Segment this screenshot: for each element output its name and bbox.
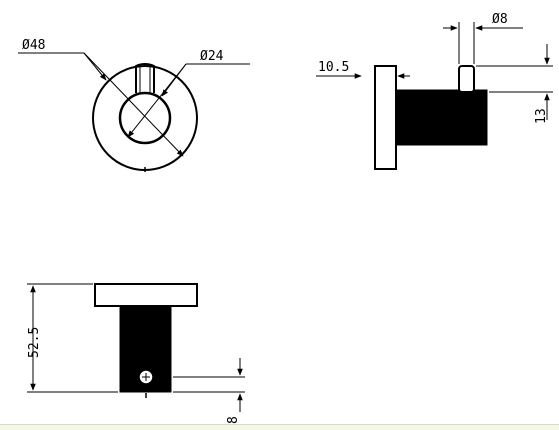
inner-diameter-label: Ø24 (200, 49, 224, 64)
bottom-edge (0, 424, 559, 430)
pin-outline (135, 63, 155, 93)
pin-diameter-label: Ø8 (492, 12, 508, 27)
total-height-label: 52.5 (27, 327, 42, 358)
pin-offset-label: 8 (226, 416, 241, 424)
wall-plate-top (94, 283, 198, 307)
wall-plate-side (374, 65, 397, 170)
pin-height-label: 13 (534, 108, 549, 124)
total-height-dimension (27, 283, 118, 393)
pin-diameter-dimension (443, 22, 523, 64)
pin-height-dimension (476, 44, 553, 120)
pin-offset-dimension (173, 358, 245, 412)
pin-side (458, 65, 475, 93)
plate-thickness-label: 10.5 (318, 60, 349, 75)
bottom-view (94, 283, 198, 398)
outer-diameter-label: Ø48 (22, 38, 45, 53)
inner-diameter-dimension (127, 63, 250, 138)
outer-diameter-dimension (18, 52, 184, 157)
front-view (92, 63, 198, 172)
side-view (374, 65, 488, 170)
inner-circle (118, 91, 172, 145)
hook-body-side (395, 89, 488, 146)
